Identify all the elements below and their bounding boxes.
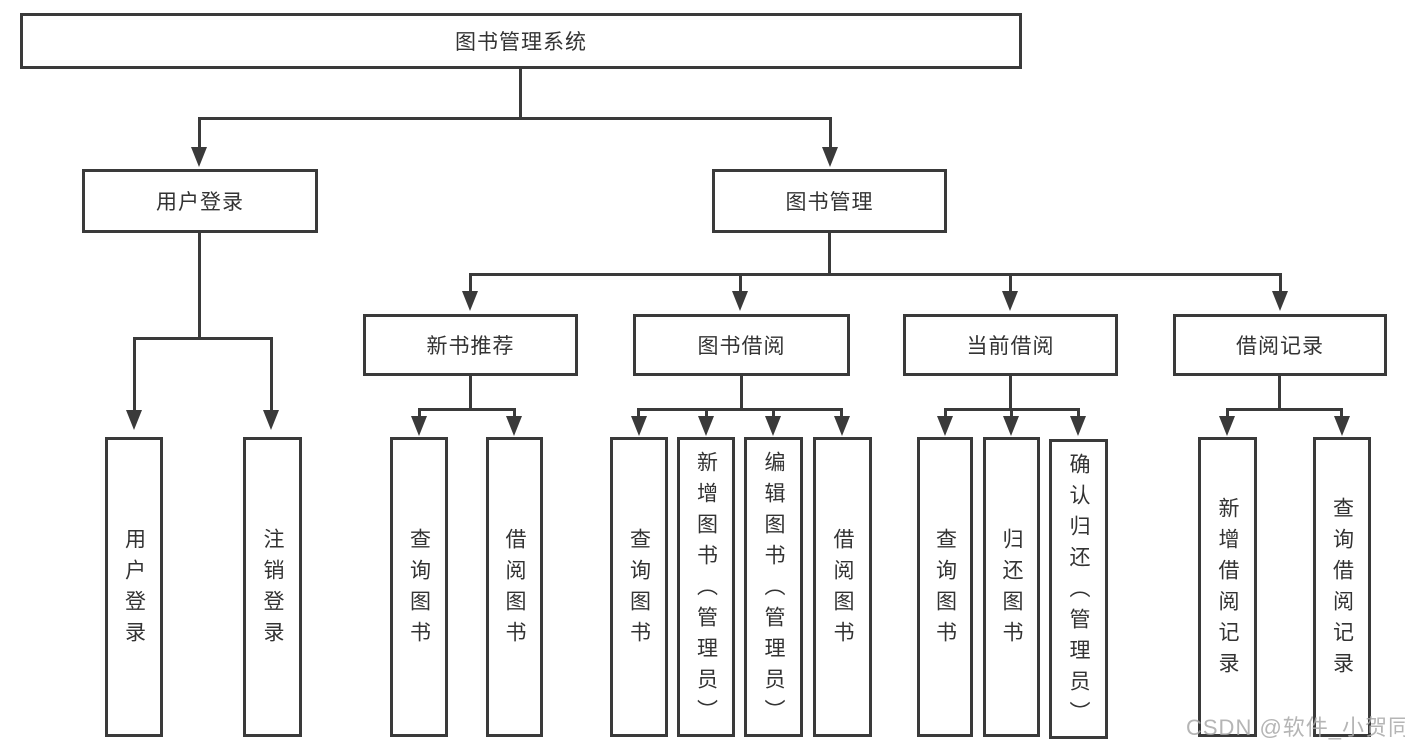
arrow-down-icon <box>462 291 478 311</box>
arrow-down-icon <box>937 416 953 436</box>
node-label: 查询借阅记录 <box>1330 497 1354 683</box>
arrow-down-icon <box>263 410 279 430</box>
leaf-borrow-books: 借阅图书 <box>813 437 872 737</box>
arrow-down-icon <box>126 410 142 430</box>
node-label: 新增借阅记录 <box>1216 497 1239 683</box>
connector-root-bus <box>198 117 832 120</box>
leaf-confirm-return-admin: 确认归还（管理员） <box>1049 439 1108 739</box>
node-borrow-records: 借阅记录 <box>1173 314 1387 376</box>
connector-borrow-records-bus <box>1226 408 1343 411</box>
connector-user-login-riser <box>198 233 201 337</box>
node-label: 借阅记录 <box>1236 335 1324 358</box>
connector-drop-leaf <box>513 408 516 418</box>
node-label: 当前借阅 <box>966 335 1055 358</box>
connector-drop-leaf <box>1226 408 1229 418</box>
arrow-down-icon <box>698 416 714 436</box>
arrow-down-icon <box>822 147 838 167</box>
connector-drop-leaf <box>1340 408 1343 418</box>
connector-root-riser <box>519 69 522 117</box>
node-book-management: 图书管理 <box>712 169 947 233</box>
node-label: 图书管理系统 <box>455 31 587 54</box>
node-label: 注销登录 <box>261 528 284 652</box>
node-label: 借阅图书 <box>503 528 526 652</box>
connector-current-borrow-riser <box>1009 376 1012 408</box>
node-label: 查询图书 <box>933 528 957 652</box>
node-label: 借阅图书 <box>831 528 854 652</box>
node-library-management-system: 图书管理系统 <box>20 13 1022 69</box>
leaf-edit-books-admin: 编辑图书（管理员） <box>744 437 803 737</box>
node-label: 查询图书 <box>407 528 431 652</box>
connector-drop-login-leaf <box>133 337 136 410</box>
arrow-down-icon <box>1272 291 1288 311</box>
connector-drop-book-management <box>829 117 832 149</box>
node-user-login: 用户登录 <box>82 169 318 233</box>
leaf-add-borrow-record: 新增借阅记录 <box>1198 437 1257 737</box>
csdn-watermark: CSDN @软件_小贺同学 <box>1186 715 1405 740</box>
node-label: 新书推荐 <box>426 335 515 358</box>
connector-new-books-bus <box>418 408 516 411</box>
node-label: 编辑图书（管理员） <box>762 450 785 730</box>
leaf-logout: 注销登录 <box>243 437 302 737</box>
leaf-query-borrow-record: 查询借阅记录 <box>1313 437 1371 737</box>
node-new-book-recommend: 新书推荐 <box>363 314 578 376</box>
arrow-down-icon <box>765 416 781 436</box>
connector-book-management-bus <box>469 273 1282 276</box>
connector-drop-leaf <box>772 408 775 418</box>
connector-drop-leaf <box>1077 408 1080 418</box>
node-label: 归还图书 <box>1000 528 1023 652</box>
connector-borrow-records-riser <box>1278 376 1281 408</box>
connector-new-books-riser <box>469 376 472 408</box>
node-book-borrow: 图书借阅 <box>633 314 850 376</box>
node-label: 图书管理 <box>785 191 874 214</box>
arrow-down-icon <box>631 416 647 436</box>
leaf-borrow-books-recommend: 借阅图书 <box>486 437 543 737</box>
arrow-down-icon <box>506 416 522 436</box>
connector-drop-borrow-records <box>1279 273 1282 291</box>
node-label: 用户登录 <box>122 528 146 652</box>
arrow-down-icon <box>1002 291 1018 311</box>
node-label: 图书借阅 <box>697 335 786 358</box>
arrow-down-icon <box>834 416 850 436</box>
connector-drop-new-books <box>469 273 472 291</box>
connector-book-borrow-riser <box>740 376 743 408</box>
arrow-down-icon <box>1003 416 1019 436</box>
leaf-query-books-recommend: 查询图书 <box>390 437 448 737</box>
arrow-down-icon <box>1219 416 1235 436</box>
connector-drop-logout-leaf <box>270 337 273 410</box>
node-label: 确认归还（管理员） <box>1067 452 1090 732</box>
connector-drop-user-login <box>198 117 201 149</box>
arrow-down-icon <box>732 291 748 311</box>
connector-drop-leaf <box>705 408 708 418</box>
leaf-query-books-borrow: 查询图书 <box>610 437 668 737</box>
node-current-borrow: 当前借阅 <box>903 314 1118 376</box>
connector-drop-current-borrow <box>1009 273 1012 291</box>
arrow-down-icon <box>191 147 207 167</box>
leaf-add-books-admin: 新增图书（管理员） <box>677 437 735 737</box>
connector-drop-leaf <box>418 408 421 418</box>
leaf-user-login: 用户登录 <box>105 437 163 737</box>
connector-drop-leaf <box>637 408 640 418</box>
leaf-return-books: 归还图书 <box>983 437 1040 737</box>
arrow-down-icon <box>411 416 427 436</box>
node-label: 新增图书（管理员） <box>694 450 718 730</box>
connector-drop-leaf <box>944 408 947 418</box>
arrow-down-icon <box>1334 416 1350 436</box>
connector-drop-leaf <box>840 408 843 418</box>
arrow-down-icon <box>1070 416 1086 436</box>
node-label: 查询图书 <box>627 528 651 652</box>
connector-drop-leaf <box>1010 408 1013 418</box>
leaf-query-books-current: 查询图书 <box>917 437 973 737</box>
connector-book-borrow-bus <box>637 408 843 411</box>
node-label: 用户登录 <box>156 191 244 214</box>
connector-user-login-bus <box>133 337 273 340</box>
connector-book-management-riser <box>828 233 831 273</box>
connector-drop-book-borrow <box>739 273 742 291</box>
